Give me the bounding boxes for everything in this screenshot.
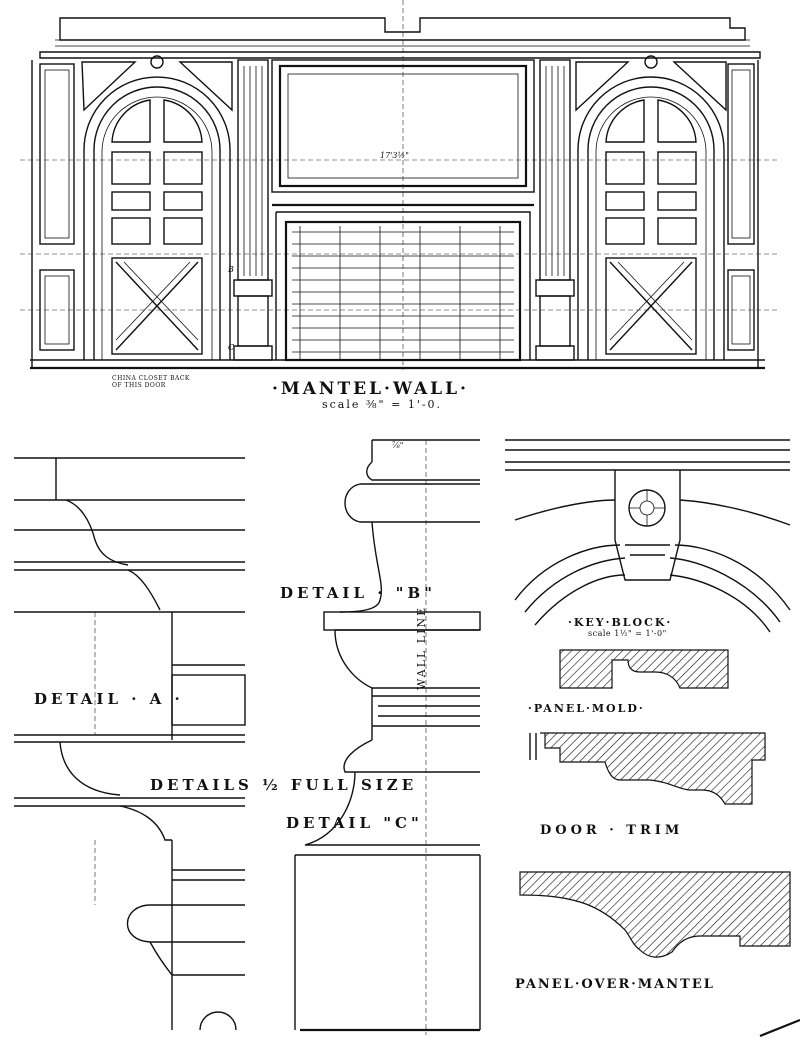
marker-c: C bbox=[228, 343, 234, 352]
panel-over-mantel-section: PANEL·OVER·MANTEL bbox=[515, 871, 791, 992]
door-trim-section: DOOR · TRIM bbox=[529, 732, 766, 838]
china-closet-note-line1: CHINA CLOSET BACK bbox=[112, 375, 190, 382]
china-closet-note-line2: OF THIS DOOR bbox=[112, 382, 166, 389]
door-trim-label: DOOR · TRIM bbox=[540, 823, 683, 838]
detail-b-dimension: ⅞" bbox=[392, 441, 403, 450]
mantel-wall-title: ·MANTEL·WALL· bbox=[272, 379, 469, 399]
left-arched-door bbox=[81, 55, 233, 360]
wall-line-label: WALL LINE bbox=[415, 606, 428, 690]
key-block-title: ·KEY·BLOCK· bbox=[568, 616, 672, 629]
key-block-detail: ·KEY·BLOCK· scale 1½" = 1'-0" bbox=[505, 439, 791, 638]
details-half-full-size-caption: DETAILS ½ FULL SIZE bbox=[150, 776, 417, 794]
right-pilaster bbox=[535, 59, 575, 361]
marker-b: B bbox=[227, 265, 234, 274]
mantel-wall-scale: scale ⅜" = 1'-0. bbox=[322, 398, 442, 411]
right-arched-door bbox=[575, 55, 727, 360]
dim-overall-width: 17'3½" bbox=[380, 151, 409, 160]
detail-a-label: DETAIL · A · bbox=[34, 690, 184, 708]
detail-c-label: DETAIL "C" bbox=[286, 814, 423, 832]
detail-b-label: DETAIL · "B" bbox=[280, 584, 436, 602]
key-block-scale: scale 1½" = 1'-0" bbox=[588, 629, 667, 638]
left-pilaster bbox=[233, 59, 273, 361]
detail-b-c-profile: ⅞" WALL LINE DETAIL · "B" DETAIL "C" bbox=[280, 439, 481, 1035]
detail-a-profile: DETAIL · A · bbox=[14, 457, 246, 1031]
page-curl bbox=[759, 1018, 800, 1038]
panel-mold-section: ·PANEL·MOLD· bbox=[528, 649, 729, 715]
panel-over-mantel-label: PANEL·OVER·MANTEL bbox=[515, 977, 715, 992]
mantel-wall-elevation: 17'3½" B C CHINA CLOSET BACK OF THIS DOO… bbox=[20, 0, 780, 411]
panel-mold-label: ·PANEL·MOLD· bbox=[528, 702, 645, 715]
